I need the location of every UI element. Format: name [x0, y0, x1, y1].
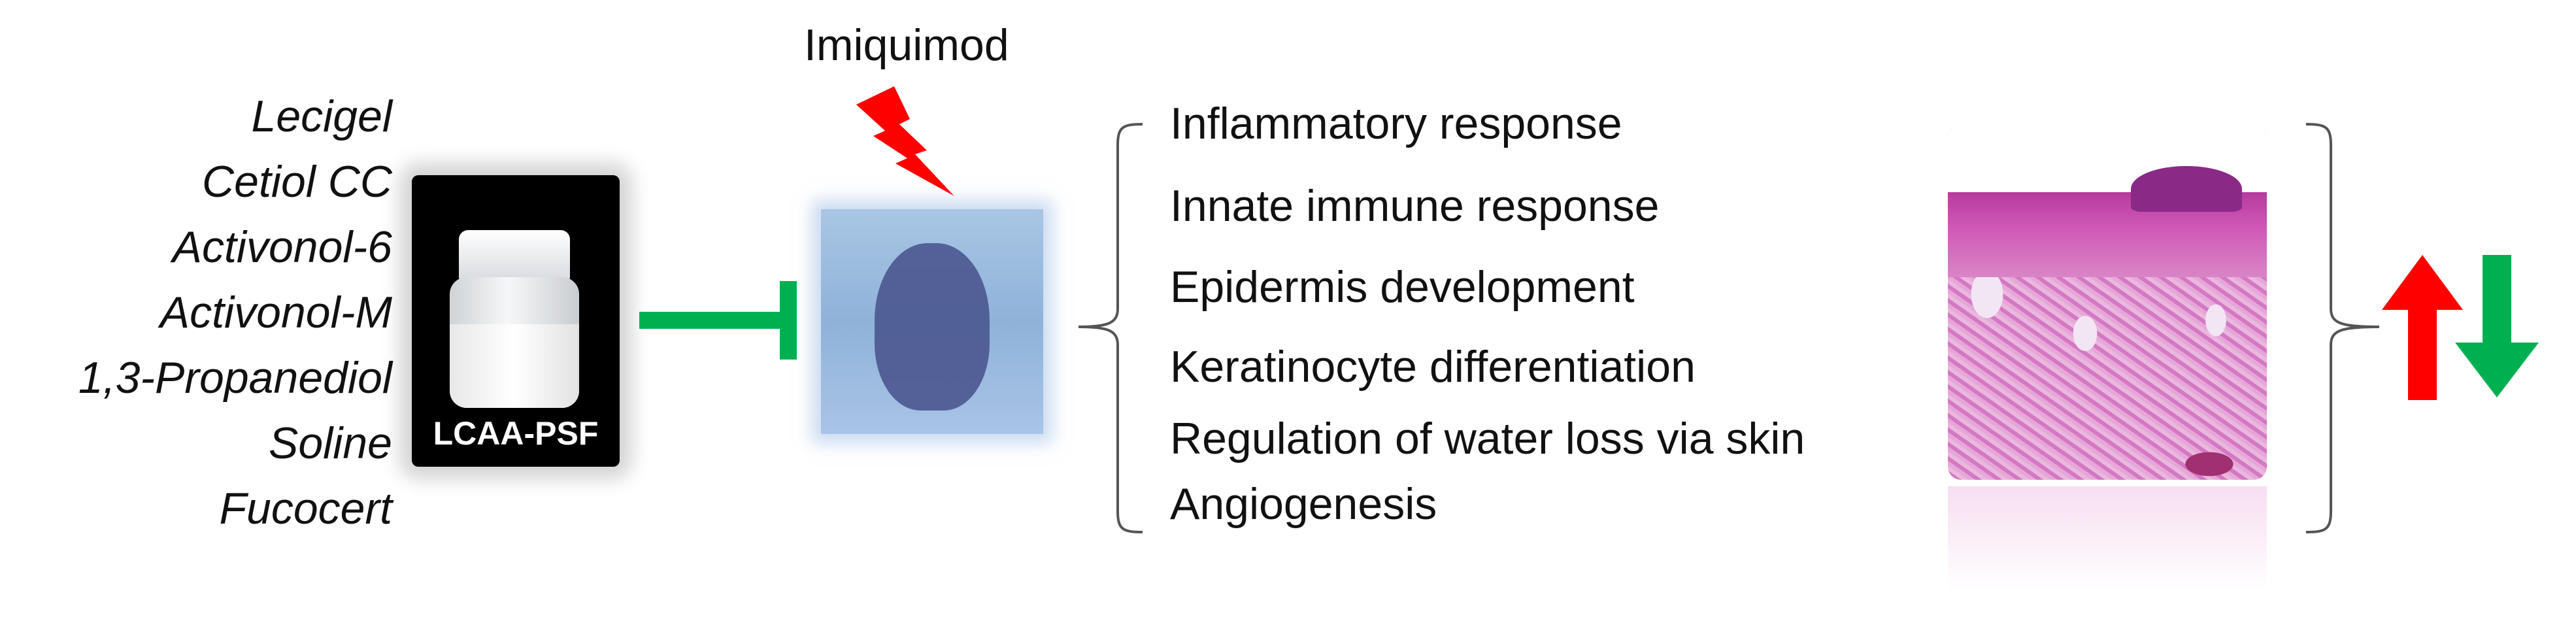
response-item: Epidermis development	[1170, 262, 1635, 312]
epidermal-thickening	[2131, 166, 2242, 212]
ingredient-item: Cetiol CC	[202, 157, 392, 207]
left-brace	[1078, 123, 1143, 533]
ingredient-item: 1,3-Propanediol	[78, 353, 392, 403]
ingredient-item: Fucocert	[219, 484, 392, 533]
down-arrow-icon	[2455, 255, 2539, 397]
up-arrow-icon	[2382, 255, 2463, 400]
inhibition-line	[639, 312, 782, 329]
ingredient-item: Lecigel	[251, 92, 393, 141]
stimulus-label: Imiquimod	[804, 20, 1009, 70]
response-item: Angiogenesis	[1170, 479, 1437, 529]
response-item: Keratinocyte differentiation	[1170, 342, 1696, 392]
response-item: Inflammatory response	[1170, 99, 1622, 148]
ingredient-item: Activonol-M	[159, 288, 392, 337]
jar-lid	[459, 230, 570, 281]
right-brace	[2305, 123, 2380, 533]
histology-image	[1948, 124, 2267, 480]
ingredient-item: Soline	[268, 418, 392, 468]
jar-contents	[450, 324, 579, 408]
regulation-arrows	[2382, 255, 2539, 400]
response-item: Regulation of water loss via skin	[1170, 414, 1805, 463]
product-jar-photo: LCAA-PSF	[412, 175, 620, 467]
treated-skin-patch	[875, 243, 990, 411]
response-item: Innate immune response	[1170, 181, 1660, 231]
ingredient-item: Activonol-6	[172, 222, 392, 272]
product-label: LCAA-PSF	[433, 415, 599, 452]
mouse-skin-photo	[821, 209, 1043, 434]
histology-reflection	[1948, 486, 2267, 591]
lightning-bolt-icon	[856, 86, 954, 196]
inhibition-cap	[780, 281, 797, 360]
ingredient-list: Lecigel Cetiol CC Activonol-6 Activonol-…	[26, 84, 392, 541]
